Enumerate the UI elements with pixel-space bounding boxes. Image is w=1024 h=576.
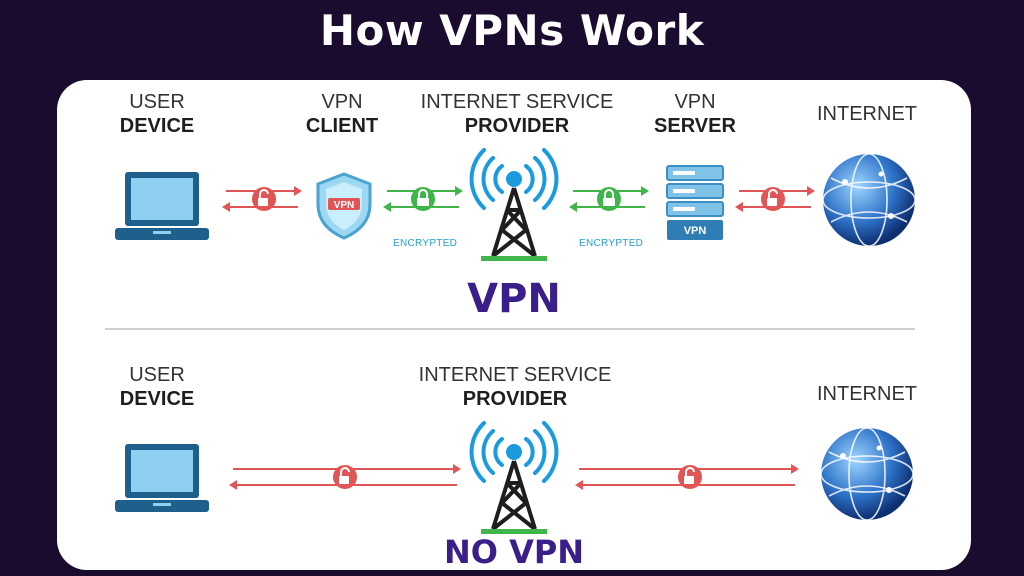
server-icon: VPN [666, 165, 724, 240]
secure-arrows-isp-server [569, 186, 649, 212]
vpn-label-isp: INTERNET SERVICE PROVIDER [420, 91, 614, 137]
novpn-label-user-device: USER DEVICE [119, 364, 195, 410]
vpn-label-user-device: USER DEVICE [119, 91, 195, 137]
cell-tower-icon [469, 148, 559, 261]
vpn-label-internet: INTERNET [817, 103, 917, 125]
unsecure-arrows-device-client [222, 186, 302, 212]
secure-arrows-client-isp [383, 186, 463, 212]
novpn-label-isp: INTERNET SERVICE PROVIDER [418, 364, 612, 410]
shield-icon: VPN [316, 172, 372, 240]
vpn-label-vpn-server: VPN SERVER [654, 91, 736, 137]
section-divider [105, 328, 915, 330]
vpn-label-vpn-client: VPN CLIENT [305, 91, 379, 137]
shield-text: VPN [334, 200, 355, 211]
laptop-icon [115, 444, 209, 512]
unsecure-arrows-server-internet [735, 186, 815, 212]
novpn-section-title: NO VPN [443, 533, 585, 570]
unsecure-arrows-isp-internet [575, 464, 799, 490]
laptop-icon [115, 172, 209, 240]
unsecure-arrows-device-isp [229, 464, 461, 490]
page-title: How VPNs Work [319, 6, 705, 55]
vpn-section-title: VPN [467, 276, 561, 322]
encrypted-label-1: ENCRYPTED [393, 238, 458, 249]
cell-tower-icon [469, 421, 559, 534]
novpn-label-internet: INTERNET [817, 383, 917, 405]
globe-icon [820, 427, 914, 521]
diagram-panel: USER DEVICE VPN CLIENT INTERNET SERVICE … [57, 80, 971, 570]
server-text: VPN [684, 225, 707, 237]
encrypted-label-2: ENCRYPTED [579, 238, 644, 249]
globe-icon [822, 153, 916, 247]
